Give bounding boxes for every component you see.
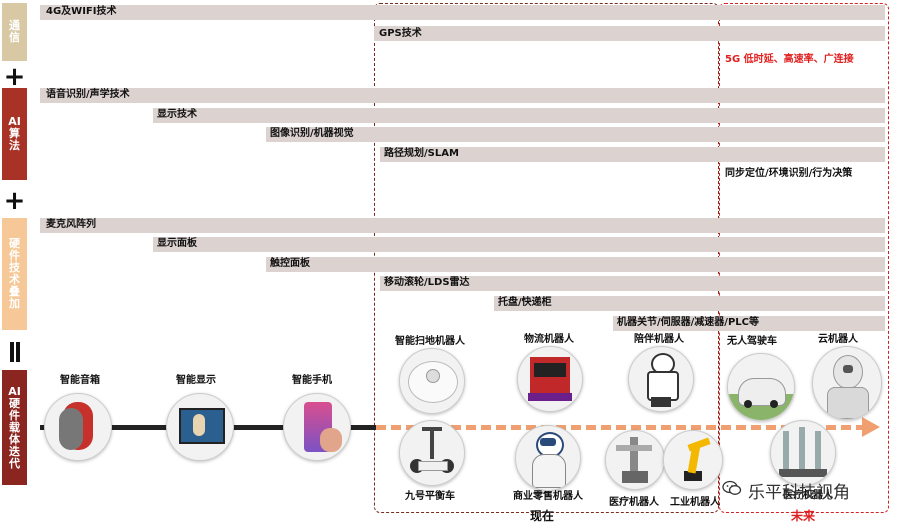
cloud-robot-image bbox=[812, 346, 882, 420]
balance-car-image bbox=[399, 420, 465, 486]
bar-gps bbox=[374, 26, 885, 41]
industrial-robot-image bbox=[663, 430, 723, 490]
bar-label-tray: 托盘/快递柜 bbox=[498, 297, 552, 309]
smart-display-image bbox=[166, 393, 234, 461]
logistics-robot-image bbox=[517, 346, 583, 412]
side-label-ai-hardware: AI硬件载体迭代 bbox=[2, 370, 27, 485]
side-label-communication: 通信 bbox=[2, 3, 27, 61]
product-label-smart-display: 智能显示 bbox=[176, 375, 216, 387]
watermark: 乐平科技视角 bbox=[748, 478, 850, 503]
bar-label-speech: 语音识别/声学技术 bbox=[46, 89, 130, 101]
bar-label-mic: 麦克风阵列 bbox=[46, 219, 96, 231]
now-zone-label: 现在 bbox=[530, 507, 554, 524]
bar-touch bbox=[266, 257, 885, 272]
bar-label-touch: 触控面板 bbox=[270, 258, 310, 270]
sweeper-robot-image bbox=[399, 348, 465, 414]
product-label-balance-car: 九号平衡车 bbox=[405, 491, 455, 503]
bar-label-localization: 同步定位/环境识别/行为决策 bbox=[725, 168, 852, 180]
smart-speaker-image bbox=[44, 393, 112, 461]
side-label-hardware-tech: 硬件技术叠加 bbox=[2, 218, 27, 330]
product-label-medical-robot: 医疗机器人 bbox=[609, 497, 659, 509]
bar-label-gps: GPS技术 bbox=[379, 28, 422, 40]
wechat-icon bbox=[722, 480, 742, 496]
bar-label-display-tech: 显示技术 bbox=[157, 109, 197, 121]
bar-tray bbox=[494, 296, 885, 311]
product-label-sweeper: 智能扫地机器人 bbox=[395, 336, 465, 348]
retail-robot-image bbox=[515, 425, 581, 491]
bar-display-panel bbox=[153, 237, 885, 252]
timeline-arrow-icon bbox=[862, 417, 880, 437]
side-label-ai-algorithm: AI算法 bbox=[2, 88, 27, 180]
smartphone-image bbox=[283, 393, 351, 461]
plus-sign: + bbox=[2, 64, 27, 90]
product-label-cloud-robot: 云机器人 bbox=[818, 334, 858, 346]
product-label-retail-robot: 商业零售机器人 bbox=[513, 491, 583, 503]
future-zone-label: 未来 bbox=[791, 507, 815, 524]
bar-mic bbox=[40, 218, 885, 233]
bar-vision bbox=[266, 127, 885, 142]
companion-robot-image bbox=[628, 346, 694, 412]
bar-display-tech bbox=[153, 108, 885, 123]
bar-label-vision: 图像识别/机器视觉 bbox=[270, 128, 354, 140]
bar-label-lds: 移动滚轮/LDS雷达 bbox=[384, 277, 470, 289]
bar-label-slam: 路径规划/SLAM bbox=[384, 148, 459, 160]
medical-robot-image bbox=[605, 430, 665, 490]
product-label-logistics: 物流机器人 bbox=[524, 334, 574, 346]
product-label-speaker: 智能音箱 bbox=[60, 375, 100, 387]
autonomous-car-image bbox=[727, 353, 795, 421]
product-label-industrial-robot: 工业机器人 bbox=[670, 497, 720, 509]
bar-label-5g: 5G 低时延、高速率、广连接 bbox=[725, 54, 854, 66]
surgery-robot-image bbox=[770, 420, 836, 486]
bar-label-display-panel: 显示面板 bbox=[157, 238, 197, 250]
product-label-companion: 陪伴机器人 bbox=[634, 334, 684, 346]
product-label-autonomous-car: 无人驾驶车 bbox=[727, 336, 777, 348]
bar-label-wifi: 4G及WIFI技术 bbox=[46, 6, 116, 18]
bar-speech bbox=[40, 88, 885, 103]
bar-label-joints: 机器关节/伺服器/减速器/PLC等 bbox=[617, 317, 759, 329]
product-label-phone: 智能手机 bbox=[292, 375, 332, 387]
plus-sign: + bbox=[2, 188, 27, 214]
bar-wifi bbox=[40, 5, 885, 20]
